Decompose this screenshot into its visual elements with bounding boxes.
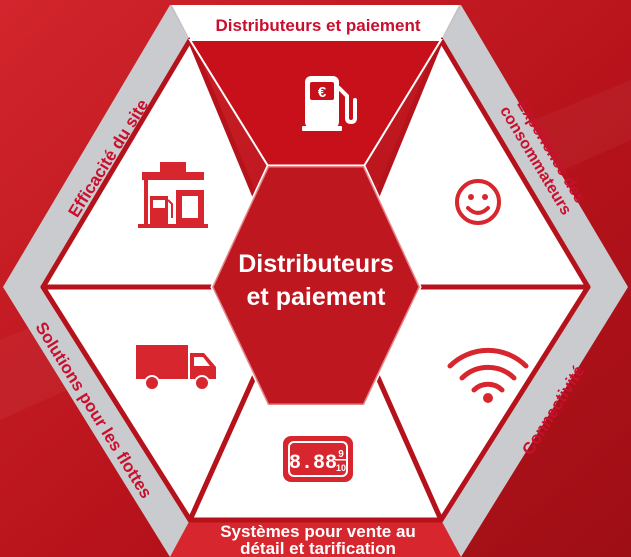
segment-label-bottom-line2[interactable]: détail et tarification	[240, 539, 396, 557]
price-digits: 8.88	[289, 452, 337, 475]
panel-top-edge	[190, 36, 441, 40]
fuel-station-icon	[138, 162, 208, 228]
band-top-right	[441, 5, 628, 287]
band-bottom-left	[3, 287, 190, 557]
svg-text:€: €	[318, 84, 327, 101]
smiley-icon	[455, 179, 501, 225]
price-fraction-top: 9	[338, 449, 344, 460]
center-title-line1: Distributeurs	[238, 250, 394, 278]
top-label-strip	[172, 5, 459, 40]
truck-icon	[136, 345, 216, 391]
price-fraction-bottom: 10	[336, 463, 346, 473]
fuel-pump-euro-icon: €	[302, 76, 357, 131]
wifi-icon	[447, 347, 529, 403]
band-top-left	[3, 5, 190, 287]
center-hub-shade	[212, 166, 420, 405]
segment-label-bottom-line1[interactable]: Systèmes pour vente au	[220, 522, 416, 541]
center-title-line2: et paiement	[247, 283, 387, 311]
segment-label-top[interactable]: Distributeurs et paiement	[216, 16, 421, 35]
price-display-icon: 8.88 9 10	[283, 436, 353, 482]
bottom-label-strip	[170, 520, 461, 557]
band-bottom-right	[441, 287, 628, 557]
